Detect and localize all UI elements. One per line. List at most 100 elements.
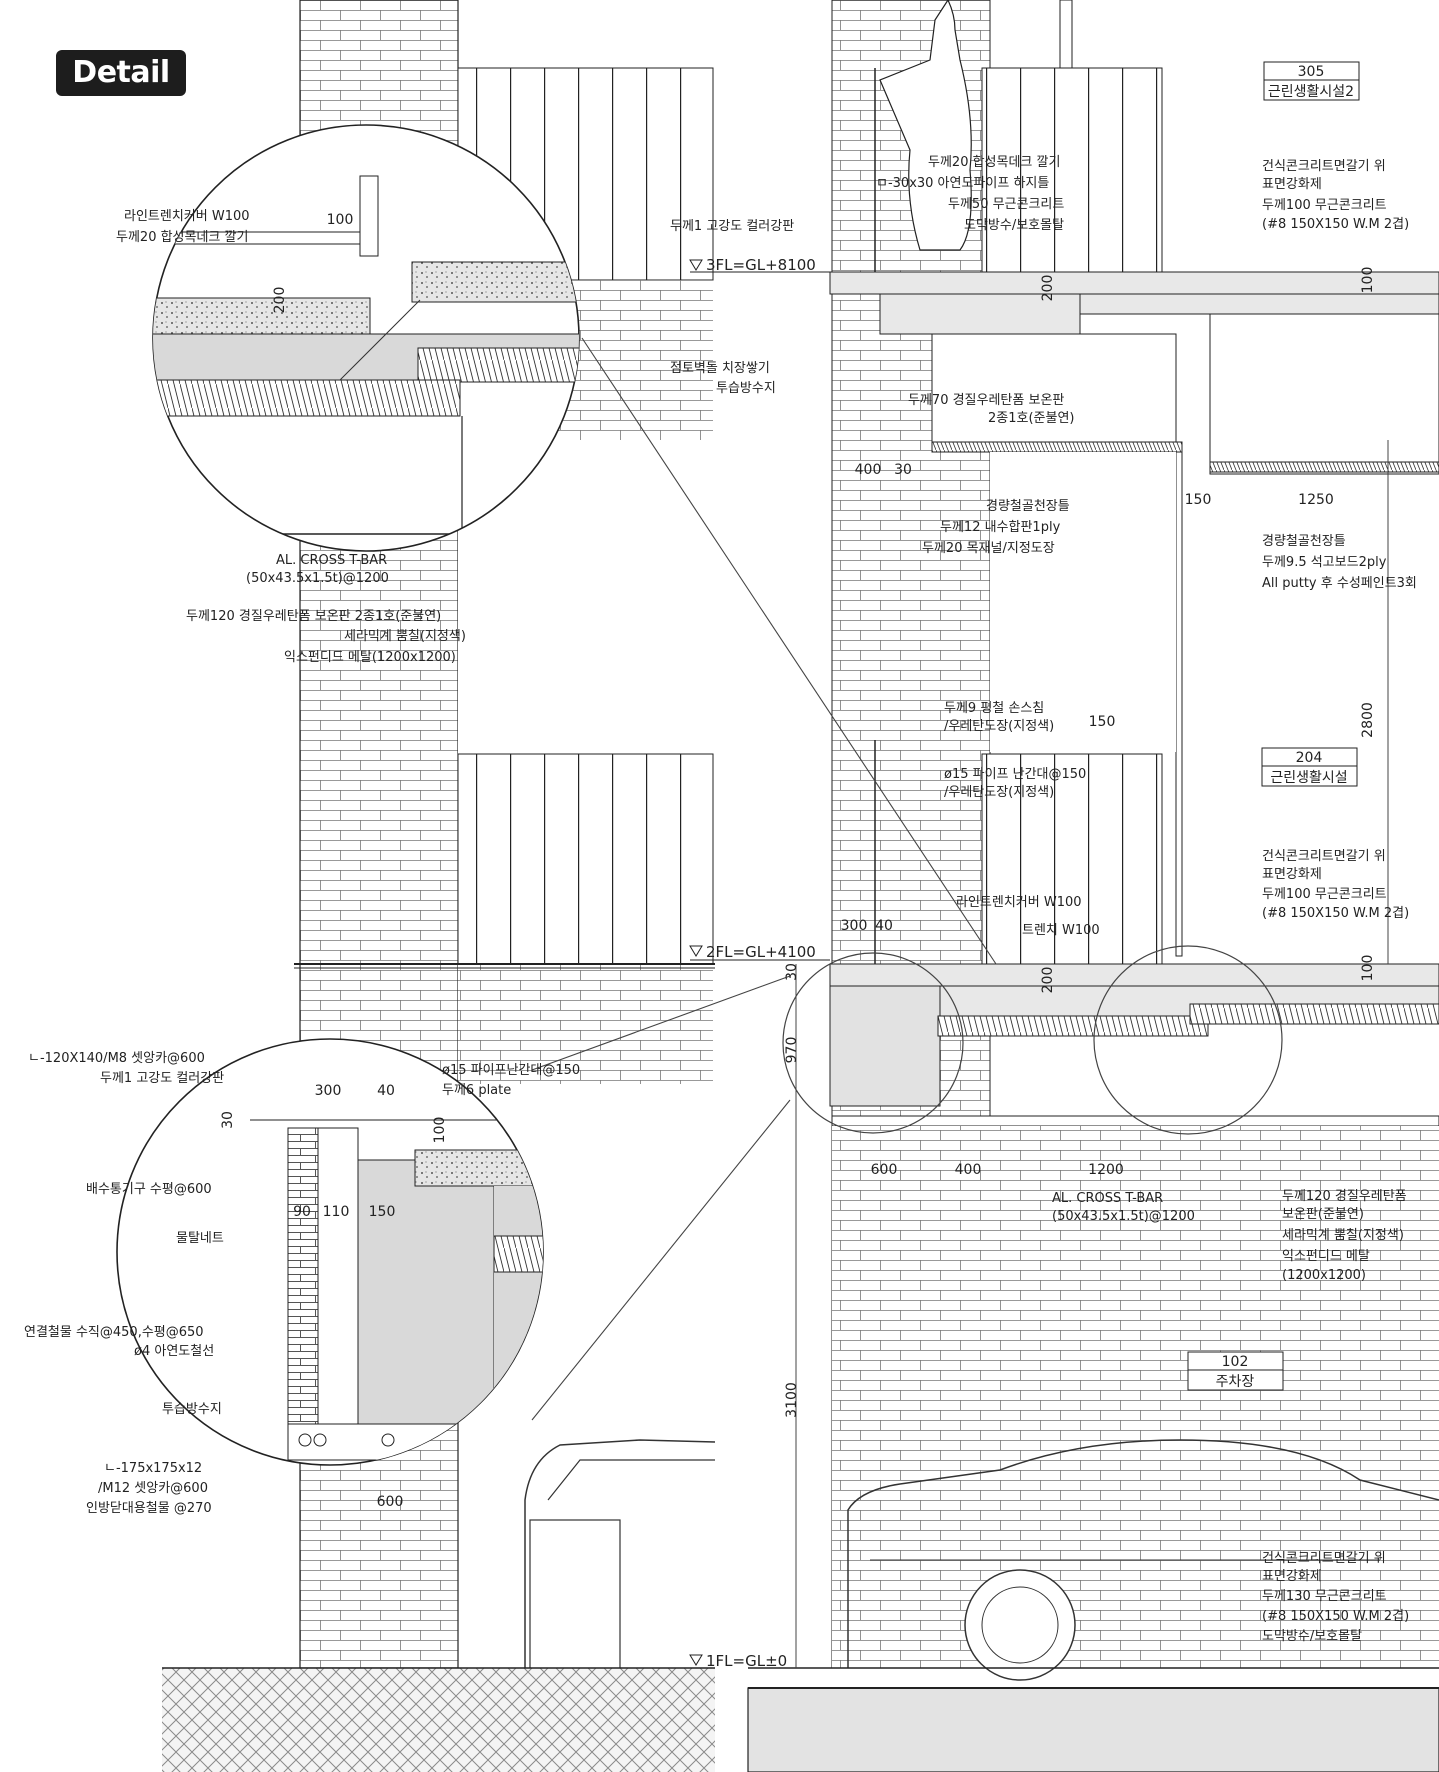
label-slab3-4: (#8 150X150 W.M 2겹) [1262, 217, 1409, 232]
level-1fl: 1FL=GL±0 [706, 1652, 787, 1670]
dim-150-b: 150 [1089, 714, 1116, 730]
label-ins-2: 2종1호(준불연) [988, 411, 1075, 426]
label-clg2-1: 경량철골천장틀 [986, 499, 1070, 514]
label-bc-6: 물탈네트 [176, 1231, 224, 1246]
label-gnd-3: 두께130 무근콘크리트 [1262, 1589, 1387, 1604]
label-deck-3: 두께50 무근콘크리트 [948, 197, 1064, 212]
room-tags: 305 근린생활시설2 204 근린생활시설 102 주차장 [1187, 61, 1360, 1391]
label-slab2-1: 건식콘크리트면갈기 위 [1262, 849, 1386, 864]
dim-40-b: 40 [377, 1083, 395, 1099]
dim-200-b: 200 [1040, 967, 1056, 994]
label-bclg-5: (1200x1200) [1282, 1268, 1366, 1283]
label-bc-8: ø4 아연도철선 [134, 1344, 214, 1359]
label-wall-2: 투습방수지 [716, 381, 776, 396]
label-parapet-1: 두께1 고강도 컬러강판 [670, 219, 794, 234]
room-204-name: 근린생활시설 [1270, 770, 1347, 786]
label-slab2-4: (#8 150X150 W.M 2겹) [1262, 906, 1409, 921]
label-top-circle-3: AL. CROSS T-BAR [276, 553, 387, 568]
label-bc-3: ø15 파이프난간대@150 [442, 1063, 580, 1078]
label-bc-11: /M12 셋앙카@600 [98, 1481, 208, 1496]
annotations: 라인트렌치커버 W100 두께20 합성목데크 깔기 AL. CROSS T-B… [24, 155, 1417, 1644]
label-ceil-1: 두께120 경질우레탄폼 보온판 2종1호(준불연) [186, 609, 441, 624]
label-bc-7: 연결철물 수직@450,수평@650 [24, 1325, 204, 1340]
label-top-circle-4: (50x43.5x1.5t)@1200 [246, 571, 389, 586]
dim-300-b: 300 [315, 1083, 342, 1099]
dim-90: 90 [293, 1204, 311, 1220]
label-bclg-3: 세라믹계 뿜칠(지정색) [1282, 1228, 1404, 1243]
dim-3100: 3100 [784, 1382, 800, 1418]
label-slab2-3: 두께100 무근콘크리트 [1262, 887, 1387, 902]
label-slab2-2: 표면강화제 [1262, 867, 1322, 882]
label-deck-2: ㅁ-30x30 아연도파이프 하지틀 [876, 176, 1049, 191]
label-rail-4: /우레탄도장(지정색) [944, 785, 1054, 800]
dim-400-a: 400 [855, 462, 882, 478]
label-top-circle-2: 두께20 합성목데크 깔기 [116, 230, 248, 245]
right-section [531, 0, 1439, 1772]
dim-100-b: 100 [1360, 955, 1376, 982]
label-bclg-1: 두께120 경질우레탄폼 [1282, 1189, 1407, 1204]
top-detail-circle [152, 124, 580, 552]
label-top-circle-1: 라인트렌치커버 W100 [124, 209, 250, 224]
level-2fl: 2FL=GL+4100 [706, 943, 816, 961]
label-bc-1: ㄴ-120X140/M8 셋앙카@600 [28, 1051, 205, 1066]
bottom-detail-circle [116, 1038, 544, 1466]
room-102-name: 주차장 [1216, 1374, 1255, 1390]
label-deck-1: 두께20 합성목데크 깔기 [928, 155, 1060, 170]
label-bc-10: ㄴ-175x175x12 [104, 1461, 202, 1476]
dim-30-c: 30 [220, 1111, 236, 1129]
dim-300-a: 300 [841, 918, 868, 934]
label-bar-2: (50x43.5x1.5t)@1200 [1052, 1209, 1195, 1224]
dim-100-a: 100 [1360, 267, 1376, 294]
label-slab3-1: 건식콘크리트면갈기 위 [1262, 159, 1386, 174]
label-clg2-2: 두께12 내수합판1ply [940, 520, 1061, 535]
label-bc-4: 두께6 plate [442, 1083, 511, 1098]
dim-400-b: 400 [955, 1162, 982, 1178]
label-bclg-2: 보온판(준불연) [1282, 1207, 1364, 1222]
dim-110: 110 [323, 1204, 350, 1220]
dimensions: 100 200 100 200 400 30 150 1250 150 2800… [220, 212, 1376, 1510]
label-rail-3: ø15 파이프 난간대@150 [944, 767, 1086, 782]
dim-30-b: 30 [784, 963, 800, 981]
dim-1200: 1200 [1088, 1162, 1124, 1178]
label-bc-2: 두께1 고강도 컬러강판 [100, 1071, 224, 1086]
label-gnd-2: 표면강화제 [1262, 1569, 1322, 1584]
label-ins-1: 두께70 경질우레탄폼 보온판 [908, 393, 1064, 408]
room-305-number: 305 [1298, 64, 1325, 80]
dim-2800: 2800 [1360, 702, 1376, 738]
label-gnd-5: 도막방수/보호몰탈 [1262, 1629, 1362, 1644]
label-deck-4: 도막방수/보호몰탈 [964, 218, 1064, 233]
label-ceil-2: 세라믹계 뿜칠(지정색) [344, 629, 466, 644]
label-clg2r-3: All putty 후 수성페인트3회 [1262, 576, 1417, 591]
label-ceil-3: 익스펀디드 메탈(1200x1200) [284, 650, 456, 665]
label-clg2r-1: 경량철골천장틀 [1262, 534, 1346, 549]
dim-40-a: 40 [875, 918, 893, 934]
dim-200-a: 200 [1040, 275, 1056, 302]
dim-150-c: 150 [369, 1204, 396, 1220]
room-204-number: 204 [1296, 750, 1323, 766]
dim-150-a: 150 [1185, 492, 1212, 508]
dim-1250: 1250 [1298, 492, 1334, 508]
label-rail-1: 두께9 평철 손스침 [944, 701, 1044, 716]
label-clg2-3: 두께20 목재널/지정도장 [922, 541, 1055, 556]
label-slab3-2: 표면강화제 [1262, 177, 1322, 192]
label-bar-1: AL. CROSS T-BAR [1052, 1191, 1163, 1206]
label-bclg-4: 익스펀디드 메탈 [1282, 1249, 1370, 1264]
label-trench-2: 트렌치 W100 [1022, 923, 1100, 938]
detail-title-badge: Detail [56, 50, 186, 96]
label-gnd-4: (#8 150X150 W.M 2겹) [1262, 1609, 1409, 1624]
label-bc-9: 투습방수지 [162, 1402, 222, 1417]
level-3fl: 3FL=GL+8100 [706, 256, 816, 274]
label-rail-2: /우레탄도장(지정색) [944, 719, 1054, 734]
label-clg2r-2: 두께9.5 석고보드2ply [1262, 555, 1387, 570]
dim-970: 970 [784, 1037, 800, 1064]
label-bc-12: 인방닫대용철물 @270 [86, 1501, 212, 1516]
dim-600-a: 600 [871, 1162, 898, 1178]
dim-100-c: 100 [432, 1117, 448, 1144]
dim-30-a: 30 [894, 462, 912, 478]
dim-100-top: 100 [327, 212, 354, 228]
room-102-number: 102 [1222, 1354, 1249, 1370]
label-slab3-3: 두께100 무근콘크리트 [1262, 198, 1387, 213]
label-trench-1: 라인트렌치커버 W100 [956, 895, 1082, 910]
level-markers: 3FL=GL+8100 2FL=GL+4100 1FL=GL±0 [689, 256, 830, 1670]
